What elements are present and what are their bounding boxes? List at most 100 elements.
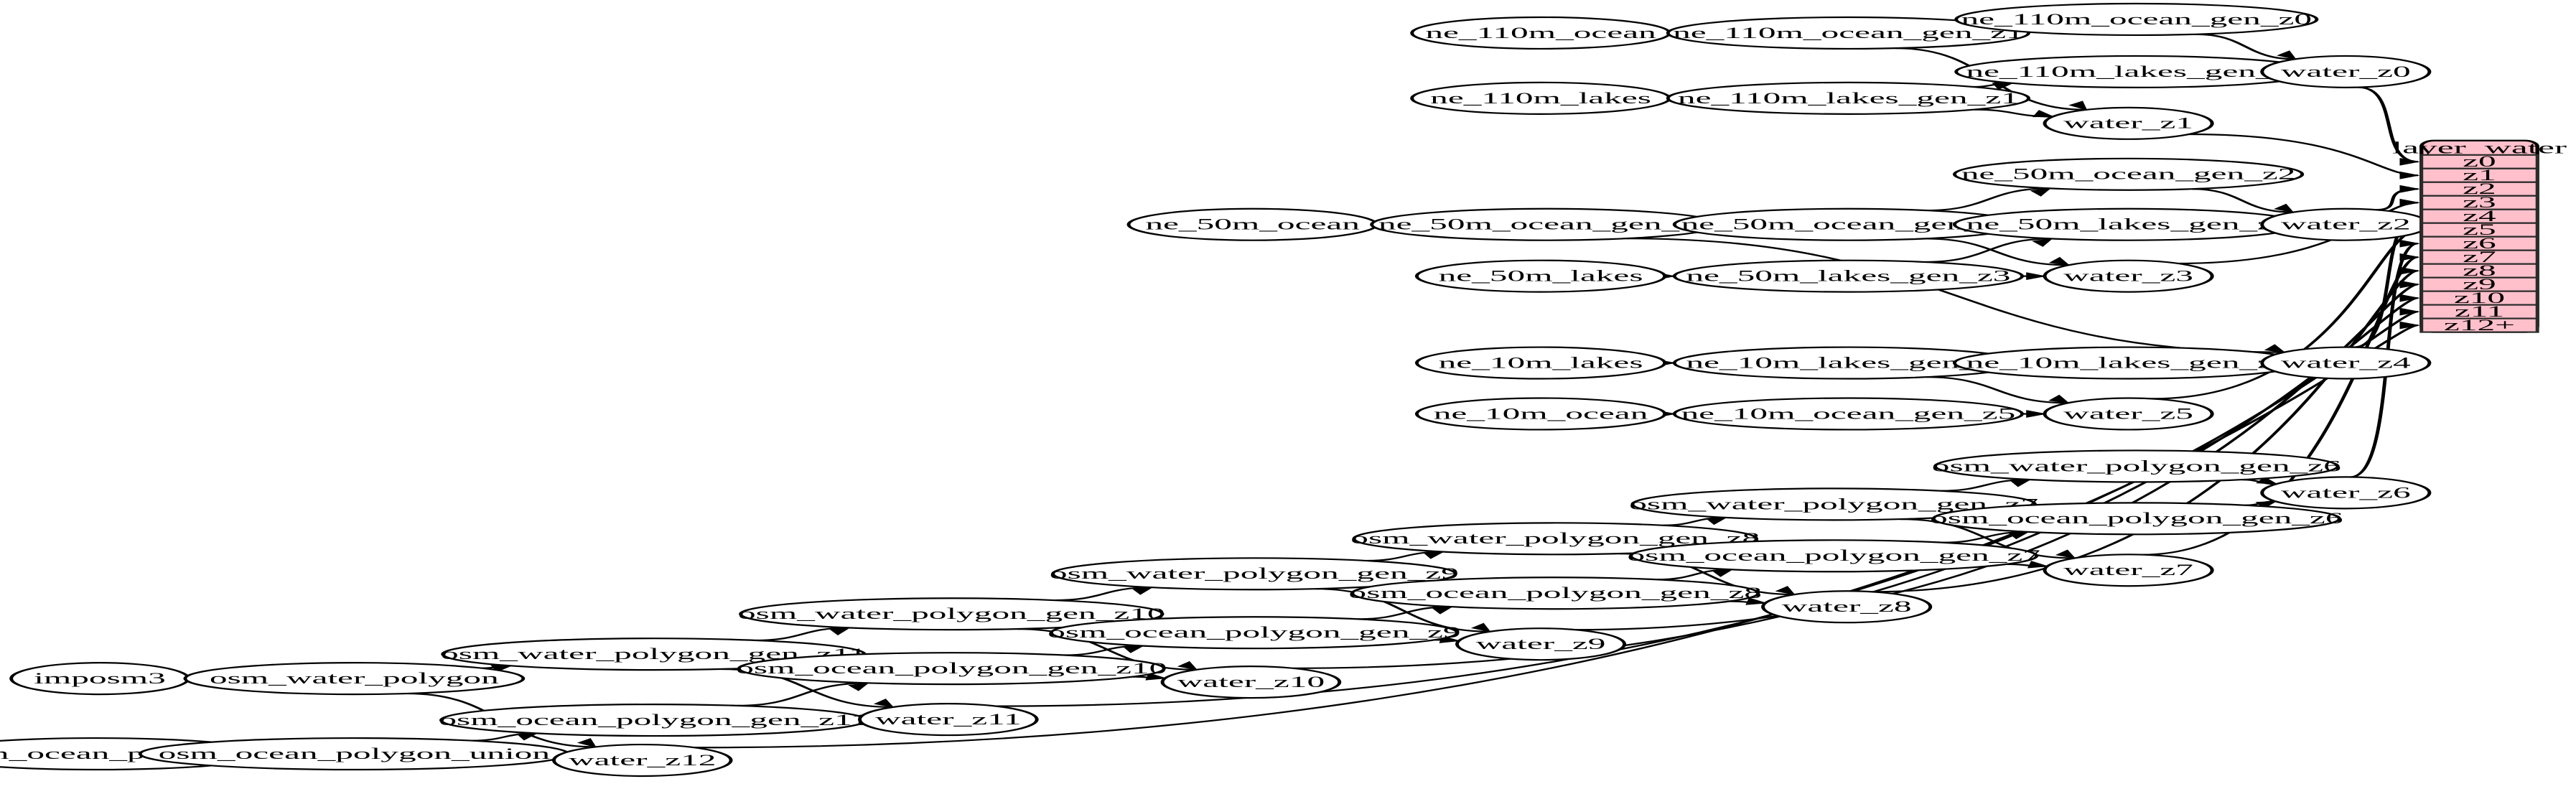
node-osm_ocean_polygon_gen_z9[interactable]: osm_ocean_polygon_gen_z9 xyxy=(1047,616,1461,650)
node-osm_water_polygon_gen_z10[interactable]: osm_water_polygon_gen_z10 xyxy=(738,597,1165,631)
node-shape-water_z1[interactable] xyxy=(2043,106,2214,140)
node-shape-osm_ocean_polygon_gen_z10[interactable] xyxy=(737,652,1166,686)
edge-arrowhead xyxy=(1775,586,1796,596)
layer-water-table: layer_waterz0z1z2z3z4z5z6z7z8z9z10z11z12… xyxy=(2392,139,2567,334)
node-shape-ne_110m_ocean_gen_z0[interactable] xyxy=(1954,2,2319,37)
node-label-osm_ocean_polygon_gen_z8: osm_ocean_polygon_gen_z8 xyxy=(1349,584,1762,602)
edge-line xyxy=(1626,238,2285,353)
node-osm_water_polygon_gen_z11[interactable]: osm_water_polygon_gen_z11 xyxy=(441,638,867,671)
edge-arrowhead xyxy=(1745,597,1768,605)
node-shape-ne_50m_lakes_gen_z3[interactable] xyxy=(1672,259,2025,293)
node-shape-ne_110m_lakes_gen_z1[interactable] xyxy=(1666,81,2031,115)
edge-arrowhead xyxy=(2399,266,2421,275)
node-shape-water_z0[interactable] xyxy=(2260,55,2432,88)
node-shape-ne_10m_ocean[interactable] xyxy=(1414,397,1667,431)
node-imposm3[interactable]: imposm3 xyxy=(9,662,190,696)
edge-arrowhead xyxy=(2009,479,2032,487)
node-ne_10m_ocean_gen_z5[interactable]: ne_10m_ocean_gen_z5 xyxy=(1672,397,2025,431)
node-ne_50m_lakes_gen_z3[interactable]: ne_50m_lakes_gen_z3 xyxy=(1672,259,2025,293)
edge-arrowhead xyxy=(1122,645,1145,653)
node-label-water_z3: water_z3 xyxy=(2063,268,2193,285)
node-osm_water_polygon_gen_z9[interactable]: osm_water_polygon_gen_z9 xyxy=(1050,557,1459,591)
node-shape-water_z11[interactable] xyxy=(858,703,1039,737)
node-ne_110m_ocean[interactable]: ne_110m_ocean xyxy=(1410,16,1671,50)
node-osm_ocean_polygon_gen_z8[interactable]: osm_ocean_polygon_gen_z8 xyxy=(1349,576,1762,610)
edge-osm_water_polygon_gen_z7-to-osm_water_polygon_gen_z6 xyxy=(1940,478,2032,492)
edge-line xyxy=(1926,187,2050,212)
node-shape-water_z4[interactable] xyxy=(2260,346,2432,380)
node-water_z7[interactable]: water_z7 xyxy=(2043,554,2214,587)
node-shape-water_z3[interactable] xyxy=(2043,259,2214,293)
edge-arrowhead xyxy=(2026,410,2047,418)
node-shape-ne_50m_lakes[interactable] xyxy=(1414,259,1667,293)
node-water_z3[interactable]: water_z3 xyxy=(2043,259,2214,293)
node-shape-ne_110m_ocean_gen_z1[interactable] xyxy=(1666,16,2031,50)
layer-water-row-label-z12+: z12+ xyxy=(2444,317,2515,334)
node-osm_ocean_polygon_gen_z6[interactable]: osm_ocean_polygon_gen_z6 xyxy=(1930,502,2343,536)
node-shape-osm_ocean_polygon_gen_z6[interactable] xyxy=(1931,502,2341,536)
node-shape-osm_water_polygon_gen_z9[interactable] xyxy=(1051,557,1457,591)
node-ne_110m_ocean_gen_z0[interactable]: ne_110m_ocean_gen_z0 xyxy=(1954,2,2319,37)
node-ne_110m_ocean_gen_z1[interactable]: ne_110m_ocean_gen_z1 xyxy=(1666,16,2031,50)
node-water_z11[interactable]: water_z11 xyxy=(858,703,1039,737)
node-osm_water_polygon_gen_z6[interactable]: osm_water_polygon_gen_z6 xyxy=(1932,449,2341,483)
node-ne_50m_lakes[interactable]: ne_50m_lakes xyxy=(1414,259,1667,293)
node-osm_water_polygon[interactable]: osm_water_polygon xyxy=(183,662,526,696)
node-ne_110m_lakes_gen_z0[interactable]: ne_110m_lakes_gen_z0 xyxy=(1954,55,2319,88)
layer-water-row-label-z7: z7 xyxy=(2463,248,2496,266)
node-shape-osm_ocean_polygon_gen_z7[interactable] xyxy=(1629,539,2039,573)
node-shape-water_z8[interactable] xyxy=(1761,590,1933,624)
node-water_z1[interactable]: water_z1 xyxy=(2043,106,2214,140)
edge-arrowhead xyxy=(2027,561,2050,569)
node-water_z10[interactable]: water_z10 xyxy=(1160,666,1342,699)
node-ne_50m_ocean_gen_z4[interactable]: ne_50m_ocean_gen_z4 xyxy=(1370,207,1722,241)
node-water_z5[interactable]: water_z5 xyxy=(2043,397,2214,431)
node-shape-water_z6[interactable] xyxy=(2260,476,2432,510)
node-osm_ocean_polygon_gen_z7[interactable]: osm_ocean_polygon_gen_z7 xyxy=(1628,539,2040,573)
node-osm_ocean_polygon_gen_z11[interactable]: osm_ocean_polygon_gen_z11 xyxy=(439,704,869,737)
node-shape-osm_ocean_polygon_gen_z8[interactable] xyxy=(1350,576,1760,610)
node-osm_ocean_polygon_union[interactable]: osm_ocean_polygon_union xyxy=(138,737,571,771)
node-shape-osm_water_polygon_gen_z10[interactable] xyxy=(739,597,1165,631)
node-ne_10m_lakes[interactable]: ne_10m_lakes xyxy=(1414,346,1667,380)
node-shape-water_z10[interactable] xyxy=(1160,666,1342,699)
node-label-ne_50m_ocean_gen_z2: ne_50m_ocean_gen_z2 xyxy=(1961,166,2296,183)
node-ne_10m_ocean[interactable]: ne_10m_ocean xyxy=(1414,397,1667,431)
node-shape-ne_10m_ocean_gen_z5[interactable] xyxy=(1672,397,2025,431)
node-water_z12[interactable]: water_z12 xyxy=(551,743,733,778)
node-water_z9[interactable]: water_z9 xyxy=(1455,627,1627,661)
node-ne_50m_lakes_gen_z2[interactable]: ne_50m_lakes_gen_z2 xyxy=(1952,207,2305,241)
edge-arrowhead xyxy=(2032,110,2055,118)
edge-osm_ocean_polygon_union-to-osm_ocean_polygon_gen_z11 xyxy=(471,732,539,742)
node-water_z4[interactable]: water_z4 xyxy=(2260,346,2432,380)
node-water_z8[interactable]: water_z8 xyxy=(1761,590,1933,624)
node-shape-water_z7[interactable] xyxy=(2043,554,2214,587)
node-ne_50m_ocean_gen_z3[interactable]: ne_50m_ocean_gen_z3 xyxy=(1672,207,2025,241)
node-shape-ne_50m_ocean_gen_z2[interactable] xyxy=(1952,157,2305,191)
edge-water_z0-to-layer_water.z0 xyxy=(2358,86,2421,166)
node-ne_110m_lakes_gen_z1[interactable]: ne_110m_lakes_gen_z1 xyxy=(1666,81,2031,115)
node-shape-water_z9[interactable] xyxy=(1455,627,1627,661)
node-ne_10m_lakes_gen_z4[interactable]: ne_10m_lakes_gen_z4 xyxy=(1952,346,2305,380)
node-water_z6[interactable]: water_z6 xyxy=(2260,476,2432,510)
layer-water-row-z12+[interactable] xyxy=(2419,317,2539,333)
node-water_z0[interactable]: water_z0 xyxy=(2260,55,2432,88)
node-shape-ne_10m_lakes[interactable] xyxy=(1414,346,1667,380)
node-shape-osm_water_polygon_gen_z6[interactable] xyxy=(1933,449,2340,483)
node-ne_50m_ocean_gen_z2[interactable]: ne_50m_ocean_gen_z2 xyxy=(1952,157,2305,191)
node-shape-water_z12[interactable] xyxy=(551,743,733,778)
node-osm_water_polygon_gen_z7[interactable]: osm_water_polygon_gen_z7 xyxy=(1629,487,2038,521)
edge-arrowhead xyxy=(2399,307,2421,316)
node-ne_110m_lakes[interactable]: ne_110m_lakes xyxy=(1410,81,1671,115)
node-label-ne_10m_lakes: ne_10m_lakes xyxy=(1439,354,1643,371)
node-shape-water_z5[interactable] xyxy=(2043,397,2214,431)
node-osm_water_polygon_gen_z8[interactable]: osm_water_polygon_gen_z8 xyxy=(1350,522,1760,556)
node-shape-osm_water_polygon[interactable] xyxy=(183,662,526,696)
edge-line xyxy=(755,627,849,642)
node-shape-osm_water_polygon_gen_z8[interactable] xyxy=(1352,522,1759,556)
node-label-ne_50m_lakes_gen_z3: ne_50m_lakes_gen_z3 xyxy=(1686,268,2010,285)
node-shape-osm_ocean_polygon_gen_z9[interactable] xyxy=(1049,616,1459,650)
node-water_z2[interactable]: water_z2 xyxy=(2260,207,2432,241)
node-ne_50m_ocean[interactable]: ne_50m_ocean xyxy=(1126,207,1378,241)
node-osm_ocean_polygon_gen_z10[interactable]: osm_ocean_polygon_gen_z10 xyxy=(736,652,1167,686)
